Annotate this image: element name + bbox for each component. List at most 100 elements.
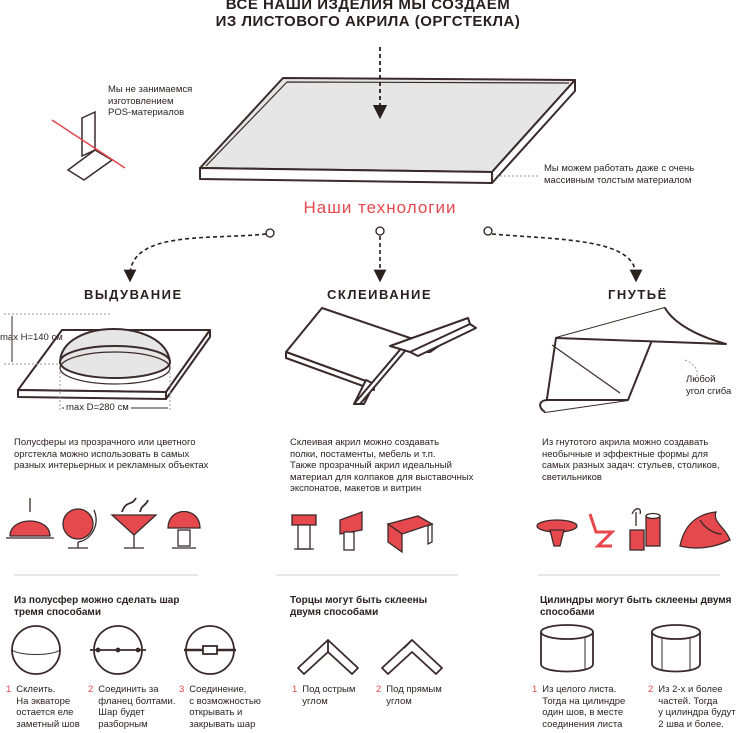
- method-item: 2 Из 2-х и более частей. Тогда у цилиндр…: [648, 684, 736, 730]
- note-thick-line: массивным толстым материалом: [544, 174, 692, 186]
- subheading-cylinders: Цилиндры могут быть склеены двумя способ…: [540, 595, 732, 619]
- description-line: материал для колпаков для выставочных: [290, 471, 474, 483]
- title-line-2: ИЗ ЛИСТОВОГО АКРИЛА (ОРГСТЕКЛА): [215, 13, 521, 30]
- description-line: экспонатов, макетов и витрин: [290, 483, 422, 494]
- description-line: Из гнутотого акрила можно создавать: [542, 437, 709, 448]
- method-line: у цилиндра будут: [658, 707, 736, 718]
- method-item: 1 Склеить. На экваторе остается еле заме…: [6, 684, 80, 730]
- kiosk-icon: [339, 511, 363, 551]
- description-gluing: Склеивая акрил можно создавать полки, по…: [290, 437, 473, 495]
- title-line-1: ВСЕ НАШИ ИЗДЕЛИЯ МЫ СОЗДАЕМ: [225, 0, 511, 13]
- method-line: Соединение,: [189, 684, 247, 695]
- heading-gluing: СКЛЕИВАНИЕ: [327, 287, 432, 302]
- method-line: углом: [386, 695, 412, 707]
- description-line: Склеивая акрил можно создавать: [290, 437, 440, 448]
- method-number: 2: [88, 684, 94, 695]
- pendant-lamp-icon: [6, 498, 54, 539]
- cylinders-icon: [629, 508, 661, 551]
- bent-sheet-icon: [539, 307, 727, 413]
- description-line: Полусферы из прозрачного или цветного: [14, 437, 196, 448]
- note-no-pos-line: POS-материалов: [108, 107, 185, 118]
- method-item: 3 Соединение, с возможностью открывать и…: [179, 684, 261, 730]
- description-line: Также прозрачный акрил идеальный: [290, 460, 452, 471]
- method-line: один шов, в месте: [542, 707, 624, 718]
- method-line: Соединить за: [98, 684, 159, 695]
- method-line: Склеить.: [16, 684, 56, 695]
- globe-icon: [62, 508, 97, 549]
- method-line: разборным: [98, 718, 148, 730]
- method-item: 2 Под прямым углом: [376, 684, 442, 707]
- table-lamp-icon: [167, 511, 201, 549]
- cocktail-glass-icon: [110, 497, 158, 549]
- subheading-line: Цилиндры могут быть склеены двумя: [540, 595, 732, 606]
- method-number: 2: [376, 684, 382, 695]
- acrylic-sheet-icon: [199, 77, 576, 184]
- bend-note-line: Любой: [686, 374, 716, 385]
- subheading-line: тремя способами: [14, 607, 101, 618]
- method-line: Под острым: [302, 684, 356, 695]
- subheading-line: двумя способами: [290, 607, 379, 618]
- acute-joint-icon: [297, 639, 359, 675]
- method-line: Под прямым: [386, 684, 442, 695]
- technologies-title: Наши технологии: [303, 198, 457, 217]
- method-line: Шар будет: [98, 707, 145, 718]
- subheading-line: Торцы могут быть склеены: [290, 595, 428, 606]
- note-thick-material: Мы можем работать даже с очень массивным…: [544, 163, 694, 186]
- sphere-flange-icon: [90, 625, 146, 675]
- method-line: 2 шва и более.: [658, 718, 724, 730]
- sphere-glued-icon: [11, 625, 61, 675]
- wave-sculpture-icon: [679, 511, 731, 549]
- note-thick-line: Мы можем работать даже с очень: [544, 163, 695, 174]
- method-number: 1: [292, 684, 298, 695]
- sphere-hinged-icon: [184, 625, 236, 675]
- heading-bending: ГНУТЬЁ: [608, 287, 668, 302]
- right-angle-joint-icon: [381, 639, 443, 675]
- method-line: с возможностью: [189, 695, 261, 707]
- method-line: частей. Тогда: [658, 695, 718, 707]
- page-title: ВСЕ НАШИ ИЗДЕЛИЯ МЫ СОЗДАЕМ ИЗ ЛИСТОВОГО…: [0, 0, 736, 30]
- method-number: 1: [532, 684, 538, 695]
- cylinder-one-seam-icon: [540, 624, 594, 673]
- description-line: полки, постаменты, мебель и т.п.: [290, 448, 436, 460]
- method-number: 2: [648, 684, 654, 695]
- glued-panels-icon: [285, 307, 477, 405]
- description-line: необычные и эффектные формы для: [542, 448, 708, 460]
- method-line: открывать и: [189, 707, 243, 718]
- method-item: 2 Соединить за фланец болтами. Шар будет…: [88, 684, 175, 730]
- method-line: фланец болтами.: [98, 695, 176, 707]
- note-no-pos-line: Мы не занимаемся: [108, 84, 193, 95]
- note-no-pos: Мы не занимаемся изготовлением POS-матер…: [108, 84, 192, 119]
- method-item: 1 Из целого листа. Тогда на цилиндре оди…: [532, 684, 625, 730]
- dome-diagram-icon: [17, 328, 211, 400]
- method-line: соединения листа: [542, 718, 623, 730]
- round-table-icon: [536, 519, 578, 547]
- method-line: Из 2-х и более: [658, 684, 723, 695]
- description-bending: Из гнутотого акрила можно создавать необ…: [542, 437, 720, 483]
- cantilever-chair-icon: [588, 513, 616, 548]
- description-line: светильников: [542, 471, 602, 483]
- method-item: 1 Под острым углом: [292, 684, 355, 707]
- subheading-line: способами: [540, 607, 595, 618]
- method-line: Тогда на цилиндре: [542, 695, 626, 707]
- dimension-height: max H=140 см: [0, 332, 63, 343]
- method-line: закрывать шар: [189, 718, 256, 730]
- bent-table-icon: [386, 515, 434, 554]
- method-line: На экваторе: [16, 695, 71, 707]
- subheading-edges: Торцы могут быть склеены двумя способами: [290, 595, 427, 619]
- method-number: 1: [6, 684, 12, 695]
- description-line: оргстекла можно использовать в самых: [14, 448, 190, 460]
- pos-stand-crossed-icon: [51, 110, 126, 181]
- technology-arrows: [123, 233, 643, 283]
- description-line: разных интерьерных и рекламных объектах: [14, 460, 209, 471]
- heading-blowing: ВЫДУВАНИЕ: [84, 287, 183, 302]
- cylinder-two-seams-icon: [651, 624, 701, 673]
- description-line: самых разных задач: стульев, столиков,: [542, 460, 720, 471]
- method-line: углом: [302, 695, 328, 707]
- method-line: заметный шов: [16, 718, 80, 730]
- bend-angle-note: Любой угол сгиба: [686, 374, 731, 397]
- subheading-spheres: Из полусфер можно сделать шар тремя спос…: [14, 595, 179, 619]
- description-blowing: Полусферы из прозрачного или цветного ор…: [14, 437, 208, 472]
- bend-note-line: угол сгиба: [686, 385, 732, 397]
- method-number: 3: [179, 684, 185, 695]
